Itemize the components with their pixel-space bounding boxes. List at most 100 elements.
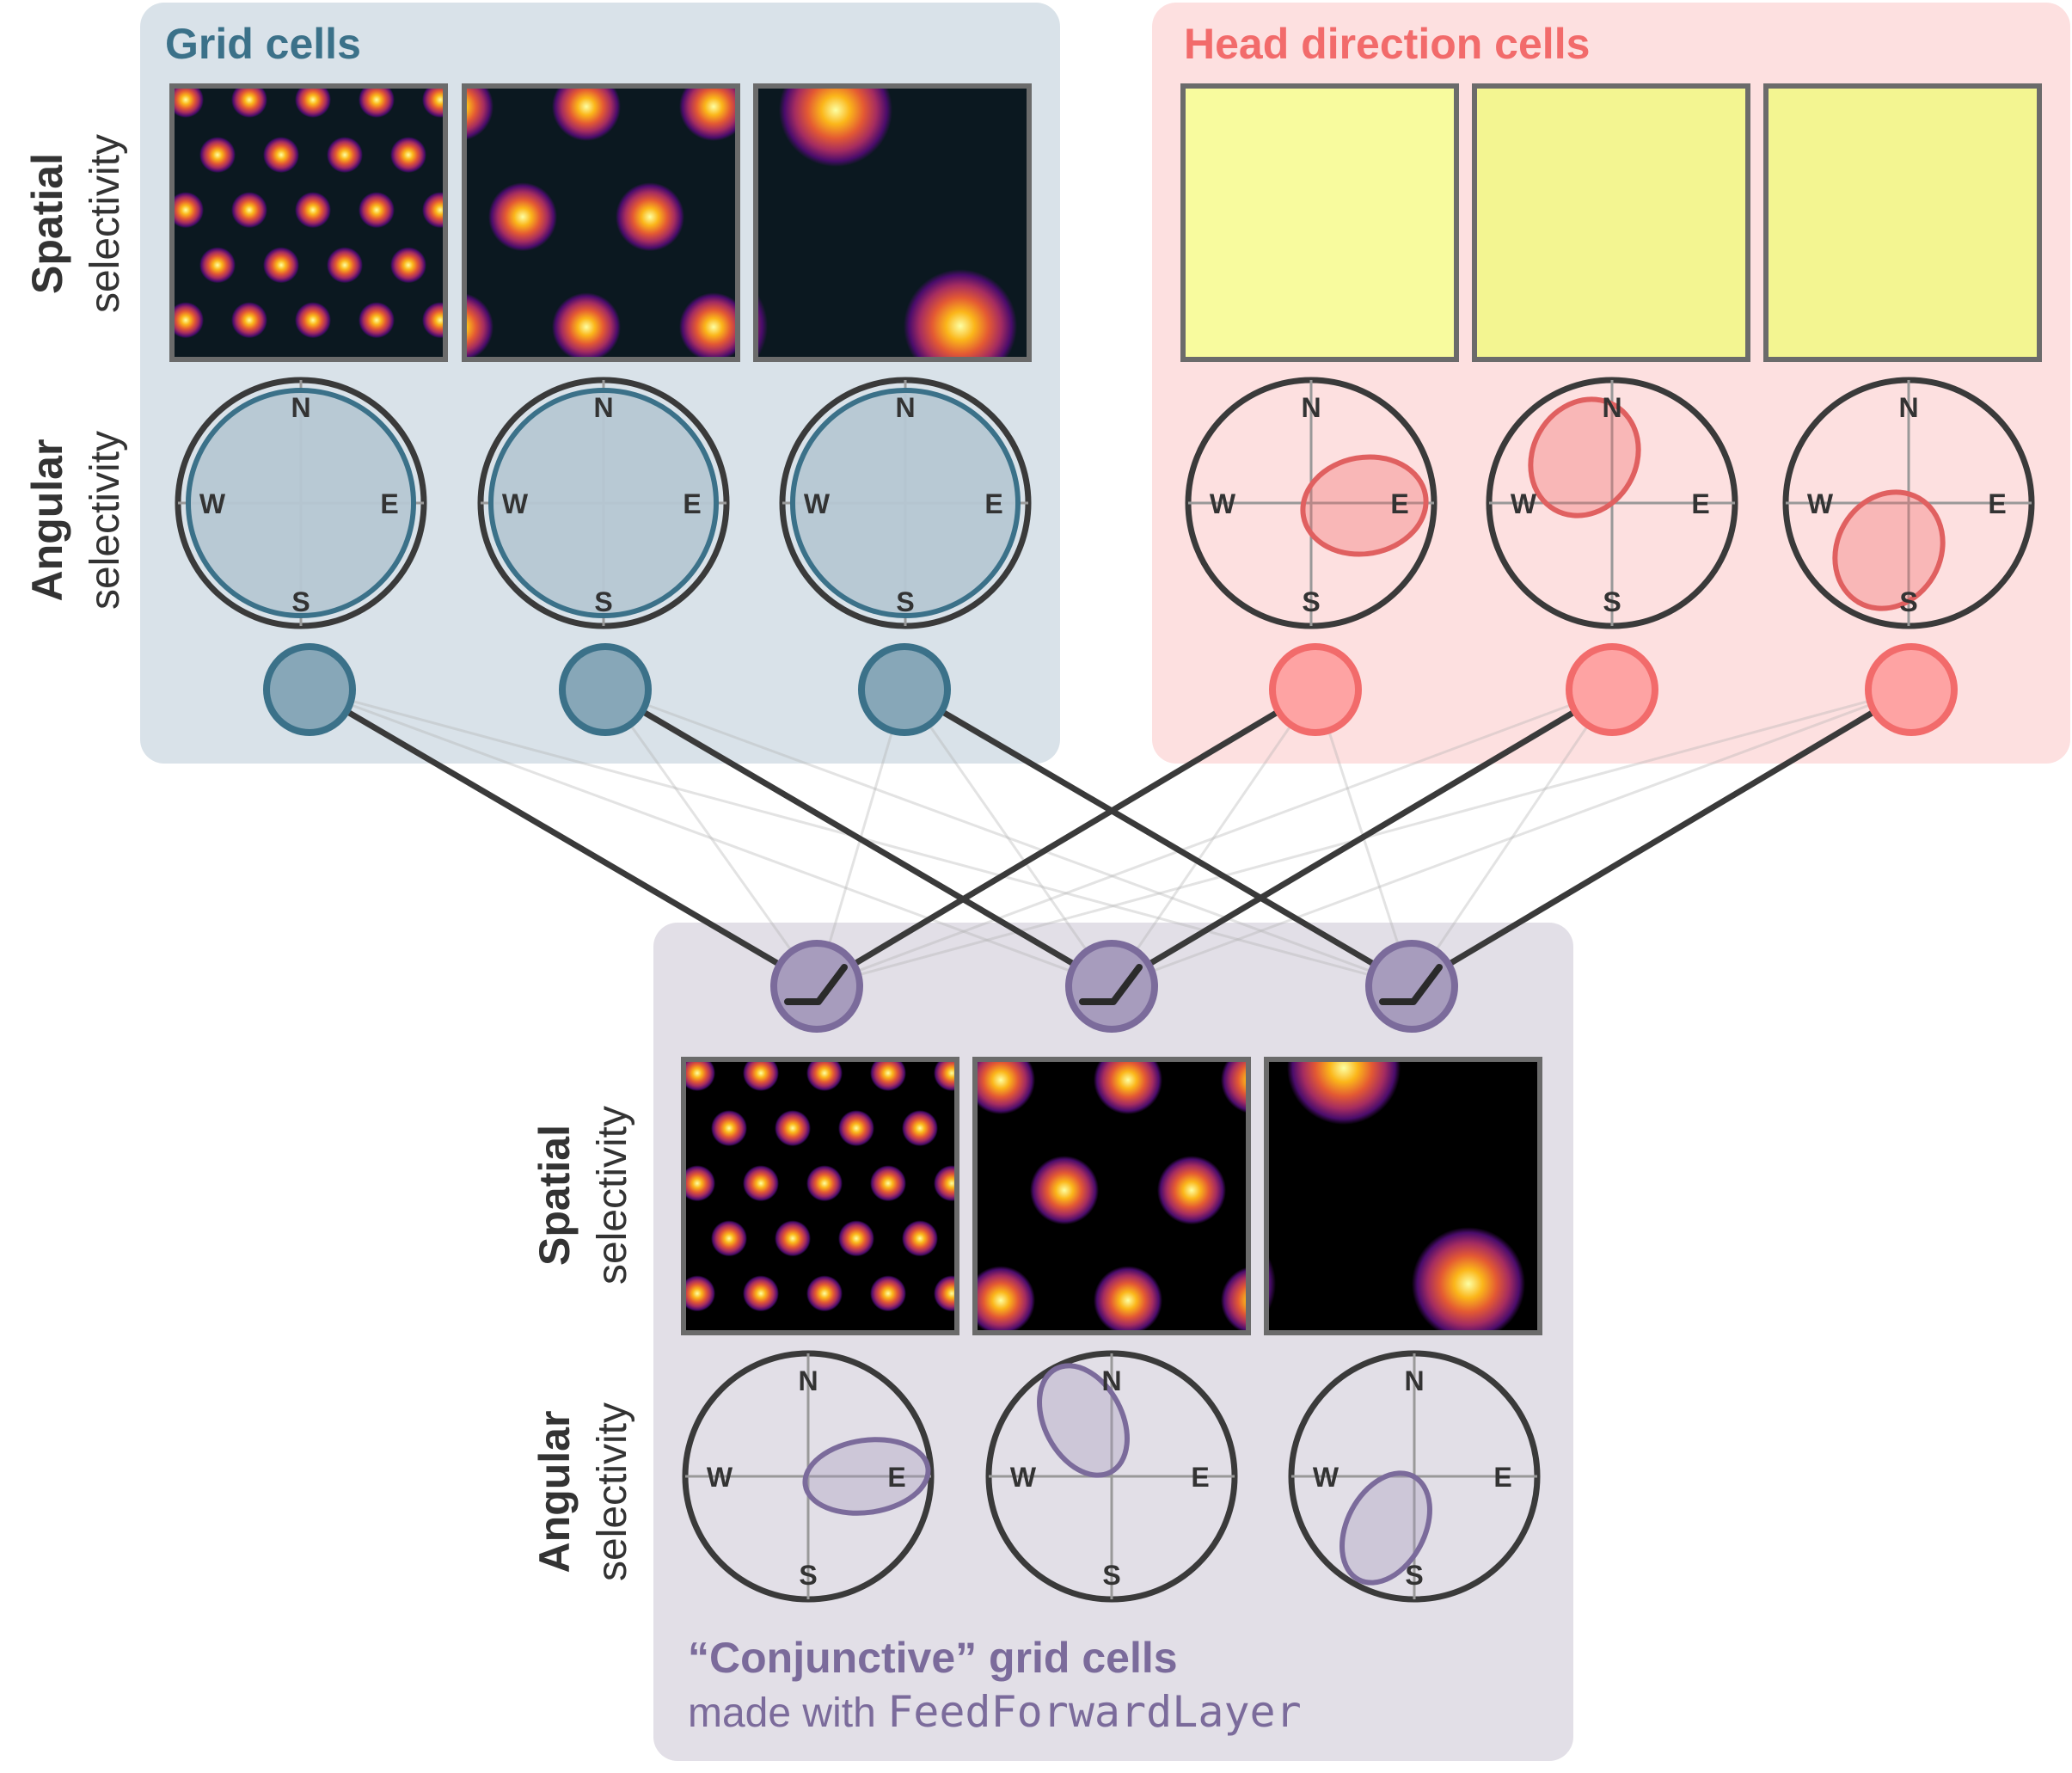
head-direction-title: Head direction cells [1184, 20, 1590, 68]
compass-label-s: S [1603, 586, 1621, 617]
firing-field [870, 1059, 906, 1091]
firing-field [743, 1275, 779, 1312]
firing-field [1094, 1059, 1162, 1114]
tuning-curve [488, 388, 719, 618]
tuning-curve [1528, 396, 1641, 518]
compass-label-w: W [707, 1462, 733, 1493]
compass-label-e: E [1390, 488, 1408, 519]
firing-field [263, 247, 299, 284]
compass-label-n: N [895, 392, 915, 423]
relu-activation-icon [1079, 964, 1143, 1005]
firing-field [684, 1059, 715, 1091]
firing-field [934, 1275, 957, 1312]
firing-field [1287, 1059, 1401, 1125]
compass-label-s: S [594, 586, 612, 617]
firing-field [552, 86, 621, 141]
compass-label-n: N [798, 1365, 818, 1396]
compass-label-w: W [804, 488, 831, 519]
compass-label-e: E [683, 488, 701, 519]
svg-text:Spatial: Spatial [530, 1125, 579, 1266]
weak-connection [903, 689, 1113, 987]
firing-field [902, 1110, 938, 1147]
svg-text:selectivity: selectivity [590, 1402, 635, 1581]
tuning-curve [790, 388, 1021, 618]
compass-label-n: N [1301, 392, 1321, 423]
compass-label-e: E [1191, 1462, 1209, 1493]
firing-field [870, 1165, 906, 1202]
firing-field [711, 1110, 747, 1147]
firing-field [975, 1059, 1035, 1114]
firing-field [422, 302, 445, 339]
tuning-curve [1300, 454, 1429, 557]
firing-field [488, 182, 557, 252]
firing-field [806, 1165, 843, 1202]
firing-field [390, 247, 426, 284]
firing-field [934, 1165, 957, 1202]
conj-spatial-map-3 [1264, 1057, 1542, 1335]
firing-field [359, 86, 395, 118]
compass-label-s: S [1405, 1560, 1423, 1591]
firing-field [684, 1165, 715, 1202]
compass-label-w: W [1010, 1462, 1037, 1493]
firing-field [295, 192, 331, 229]
weak-connection [309, 688, 1113, 988]
strong-connection [903, 686, 1413, 990]
firing-field [327, 247, 363, 284]
tuning-curve [1832, 489, 1946, 611]
compass-label-n: N [1602, 392, 1621, 423]
firing-field [743, 1165, 779, 1202]
compass-label-e: E [984, 488, 1002, 519]
firing-field [172, 192, 204, 229]
compass-label-s: S [1899, 586, 1917, 617]
conj-spatial-row-label: Spatial [530, 1125, 579, 1266]
strong-connection [1110, 686, 1614, 990]
compass-label-n: N [291, 392, 310, 423]
conjunctive-neuron-2 [1065, 940, 1158, 1033]
relu-activation-icon [1379, 964, 1443, 1005]
grid-spatial-row-sublabel: selectivity [83, 134, 128, 313]
firing-field [679, 292, 738, 359]
firing-field [806, 1275, 843, 1312]
strong-connections [308, 686, 1913, 990]
firing-field [975, 1266, 1035, 1333]
compass-label-s: S [799, 1560, 817, 1591]
firing-field [838, 1110, 874, 1147]
grid-cell-neuron-3 [858, 643, 951, 736]
firing-field [1157, 1156, 1226, 1225]
compass-label-w: W [502, 488, 529, 519]
firing-field [464, 86, 493, 141]
compass-label-n: N [1101, 1365, 1121, 1396]
firing-field [838, 1220, 874, 1257]
firing-field [172, 302, 204, 339]
firing-field [390, 137, 426, 174]
firing-field [711, 1220, 747, 1257]
compass-label-n: N [593, 392, 613, 423]
tuning-curve [186, 388, 416, 618]
compass-label-w: W [1210, 488, 1236, 519]
compass-label-w: W [1807, 488, 1834, 519]
hd-spatial-map-1 [1180, 83, 1459, 362]
grid-spatial-map-2 [462, 83, 740, 362]
weak-connection [604, 688, 1413, 988]
grid-spatial-map-1 [169, 83, 448, 362]
weak-connection [1110, 689, 1317, 987]
svg-text:Angular: Angular [23, 439, 71, 602]
firing-field [199, 137, 236, 174]
conjunctive-subtitle-prefix: made with [688, 1690, 887, 1736]
conjunctive-neuron-1 [770, 940, 863, 1033]
firing-field [422, 86, 445, 118]
compass-label-e: E [1988, 488, 2006, 519]
strong-connection [604, 686, 1113, 990]
firing-field [904, 269, 1017, 359]
firing-field [616, 182, 684, 252]
firing-field [263, 137, 299, 174]
firing-field [934, 1059, 957, 1091]
firing-field [775, 1110, 811, 1147]
